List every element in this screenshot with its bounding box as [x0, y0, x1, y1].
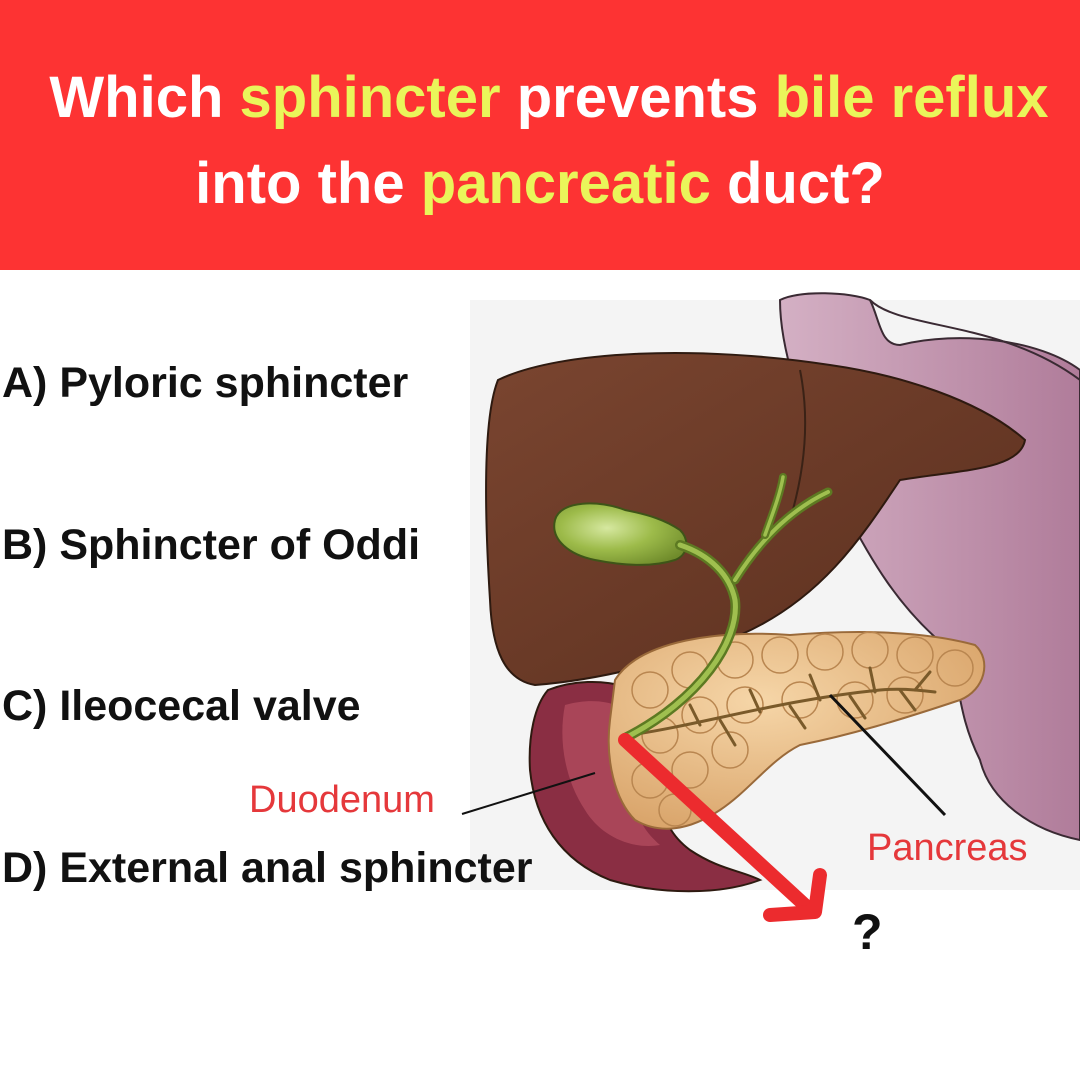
duodenum-leader-line: [461, 772, 596, 815]
red-arrow: [618, 733, 827, 922]
question-text: duct?: [710, 151, 885, 216]
stomach-curvature: [869, 299, 1080, 381]
question-line-1: Which sphincter prevents bile reflux: [0, 63, 1080, 133]
question-banner: Which sphincter prevents bile reflux int…: [0, 0, 1080, 270]
question-text: into the: [195, 151, 421, 216]
anatomy-illustration: [461, 292, 1080, 922]
question-highlight: bile reflux: [774, 65, 1049, 130]
pancreatic-duct: [628, 666, 937, 747]
option-d[interactable]: D) External anal sphincter: [2, 844, 533, 892]
liver: [485, 352, 1027, 687]
pancreas-label: Pancreas: [867, 827, 1028, 869]
option-c[interactable]: C) Ileocecal valve: [2, 682, 361, 730]
question-mark: ?: [852, 904, 883, 960]
question-text: Which: [49, 65, 240, 130]
option-a[interactable]: A) Pyloric sphincter: [2, 359, 409, 407]
option-b[interactable]: B) Sphincter of Oddi: [2, 521, 421, 569]
liver-fissure: [789, 369, 807, 521]
pancreas-leader-line: [828, 693, 947, 817]
question-line-2: into the pancreatic duct?: [0, 149, 1080, 219]
bile-duct: [620, 473, 833, 743]
question-text: prevents: [500, 65, 775, 130]
question-highlight: pancreatic: [420, 151, 711, 216]
question-highlight: sphincter: [239, 65, 501, 130]
duodenum-label: Duodenum: [249, 779, 435, 821]
